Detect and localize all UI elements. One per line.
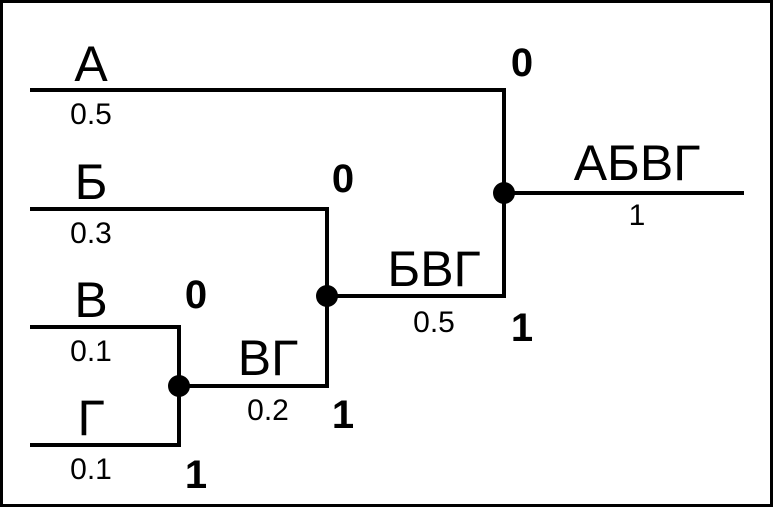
merge-prob-bvg: 0.5 [413,306,455,339]
leaf-symbol-b: Б [75,154,108,210]
bit-vg-top: 0 [185,273,207,317]
leaf-prob-g: 0.1 [70,453,112,486]
junction-node-bvg [316,285,338,307]
wire-merge-vg [177,294,329,388]
bit-root-bottom: 1 [511,306,533,350]
leaf-symbol-a: А [74,36,108,92]
merge-symbol-bvg: БВГ [387,241,480,297]
merge-prob-vg: 0.2 [247,394,289,427]
bit-bvg-bottom: 1 [332,393,354,437]
merge-symbol-vg: ВГ [238,330,298,386]
bit-bvg-top: 0 [332,157,354,201]
leaf-prob-b: 0.3 [70,217,112,250]
wire-leaf-b [30,207,329,298]
leaf-prob-v: 0.1 [70,335,112,368]
merge-symbol-root: АБВГ [574,135,701,191]
junction-node-root [493,182,515,204]
wire-leaf-a [30,88,506,195]
leaf-symbol-v: В [74,272,107,328]
bit-vg-bottom: 1 [185,453,207,497]
junction-node-vg [168,375,190,397]
leaf-prob-a: 0.5 [70,98,112,131]
wire-leaf-v [30,325,181,388]
leaf-symbol-g: Г [77,390,104,446]
wire-merge-bvg [325,191,506,298]
merge-prob-root: 1 [629,199,646,232]
wire-leaf-g [30,384,181,447]
bit-root-top: 0 [511,41,533,85]
